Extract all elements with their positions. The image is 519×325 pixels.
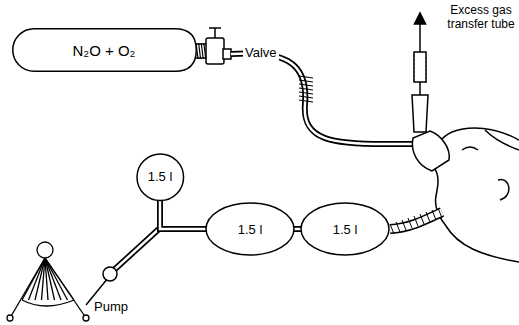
bag-outline <box>301 203 389 255</box>
valve-symbol <box>195 28 231 64</box>
node-text: 1.5 l <box>148 169 173 184</box>
corrugated-tube <box>390 208 442 234</box>
tube-wall <box>294 226 301 232</box>
node-text: N₂O + O₂ <box>73 42 136 59</box>
cylinder-outline <box>12 29 195 72</box>
reservoir-bag: 1.5 l <box>205 202 295 256</box>
reservoir-bag: 1.5 l <box>136 153 185 202</box>
node-text: 1.5 l <box>238 222 263 237</box>
tube-coils <box>196 43 427 102</box>
tube-bore <box>160 200 206 229</box>
part-label: Valve <box>243 46 279 61</box>
part-label: Pump <box>92 300 130 315</box>
tube-wall <box>160 200 206 229</box>
tube-connector <box>294 229 301 230</box>
tube-bore <box>294 228 301 231</box>
reservoir-bag: 1.5 l <box>300 202 390 256</box>
face-mask <box>412 131 449 171</box>
excess-gas-tube <box>412 18 428 132</box>
bellows-pump <box>7 242 89 321</box>
pump-tube <box>86 228 160 305</box>
node-text: 1.5 l <box>333 222 358 237</box>
tube-connector <box>160 200 206 229</box>
part-label: Excess gas transfer tube <box>440 4 519 32</box>
bag-outline <box>206 203 294 255</box>
gas-cylinder: N₂O + O₂ <box>12 28 197 72</box>
bag-outline <box>137 154 184 201</box>
supply-tube <box>231 53 418 144</box>
